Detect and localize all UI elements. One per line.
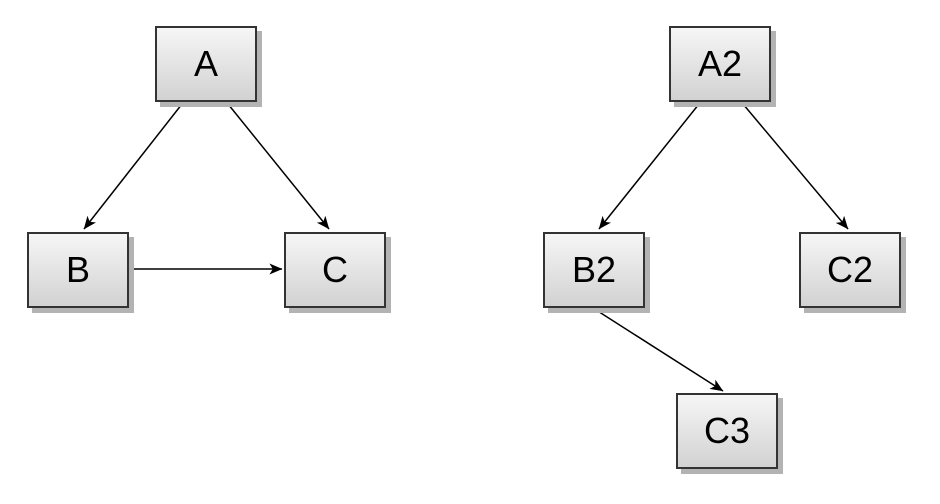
node-B[interactable]: B bbox=[27, 232, 129, 308]
node-label-B: B bbox=[65, 249, 90, 290]
node-label-C3: C3 bbox=[703, 410, 751, 451]
node-C2[interactable]: C2 bbox=[799, 232, 901, 308]
edge-A2-C2[interactable] bbox=[742, 103, 849, 230]
node-C3[interactable]: C3 bbox=[676, 393, 778, 469]
node-label-A: A bbox=[193, 43, 218, 84]
edge-B2-C3[interactable] bbox=[592, 307, 724, 392]
node-label-B2: B2 bbox=[571, 249, 617, 290]
node-A[interactable]: A bbox=[155, 26, 257, 102]
node-C[interactable]: C bbox=[284, 232, 386, 308]
node-B2[interactable]: B2 bbox=[543, 232, 645, 308]
node-label-A2: A2 bbox=[697, 43, 743, 84]
node-label-C2: C2 bbox=[826, 249, 874, 290]
edge-A2-B2[interactable] bbox=[598, 103, 700, 230]
edge-A-B[interactable] bbox=[83, 103, 183, 230]
edge-A-C[interactable] bbox=[227, 103, 330, 230]
node-label-C: C bbox=[322, 249, 348, 290]
node-A2[interactable]: A2 bbox=[669, 26, 771, 102]
